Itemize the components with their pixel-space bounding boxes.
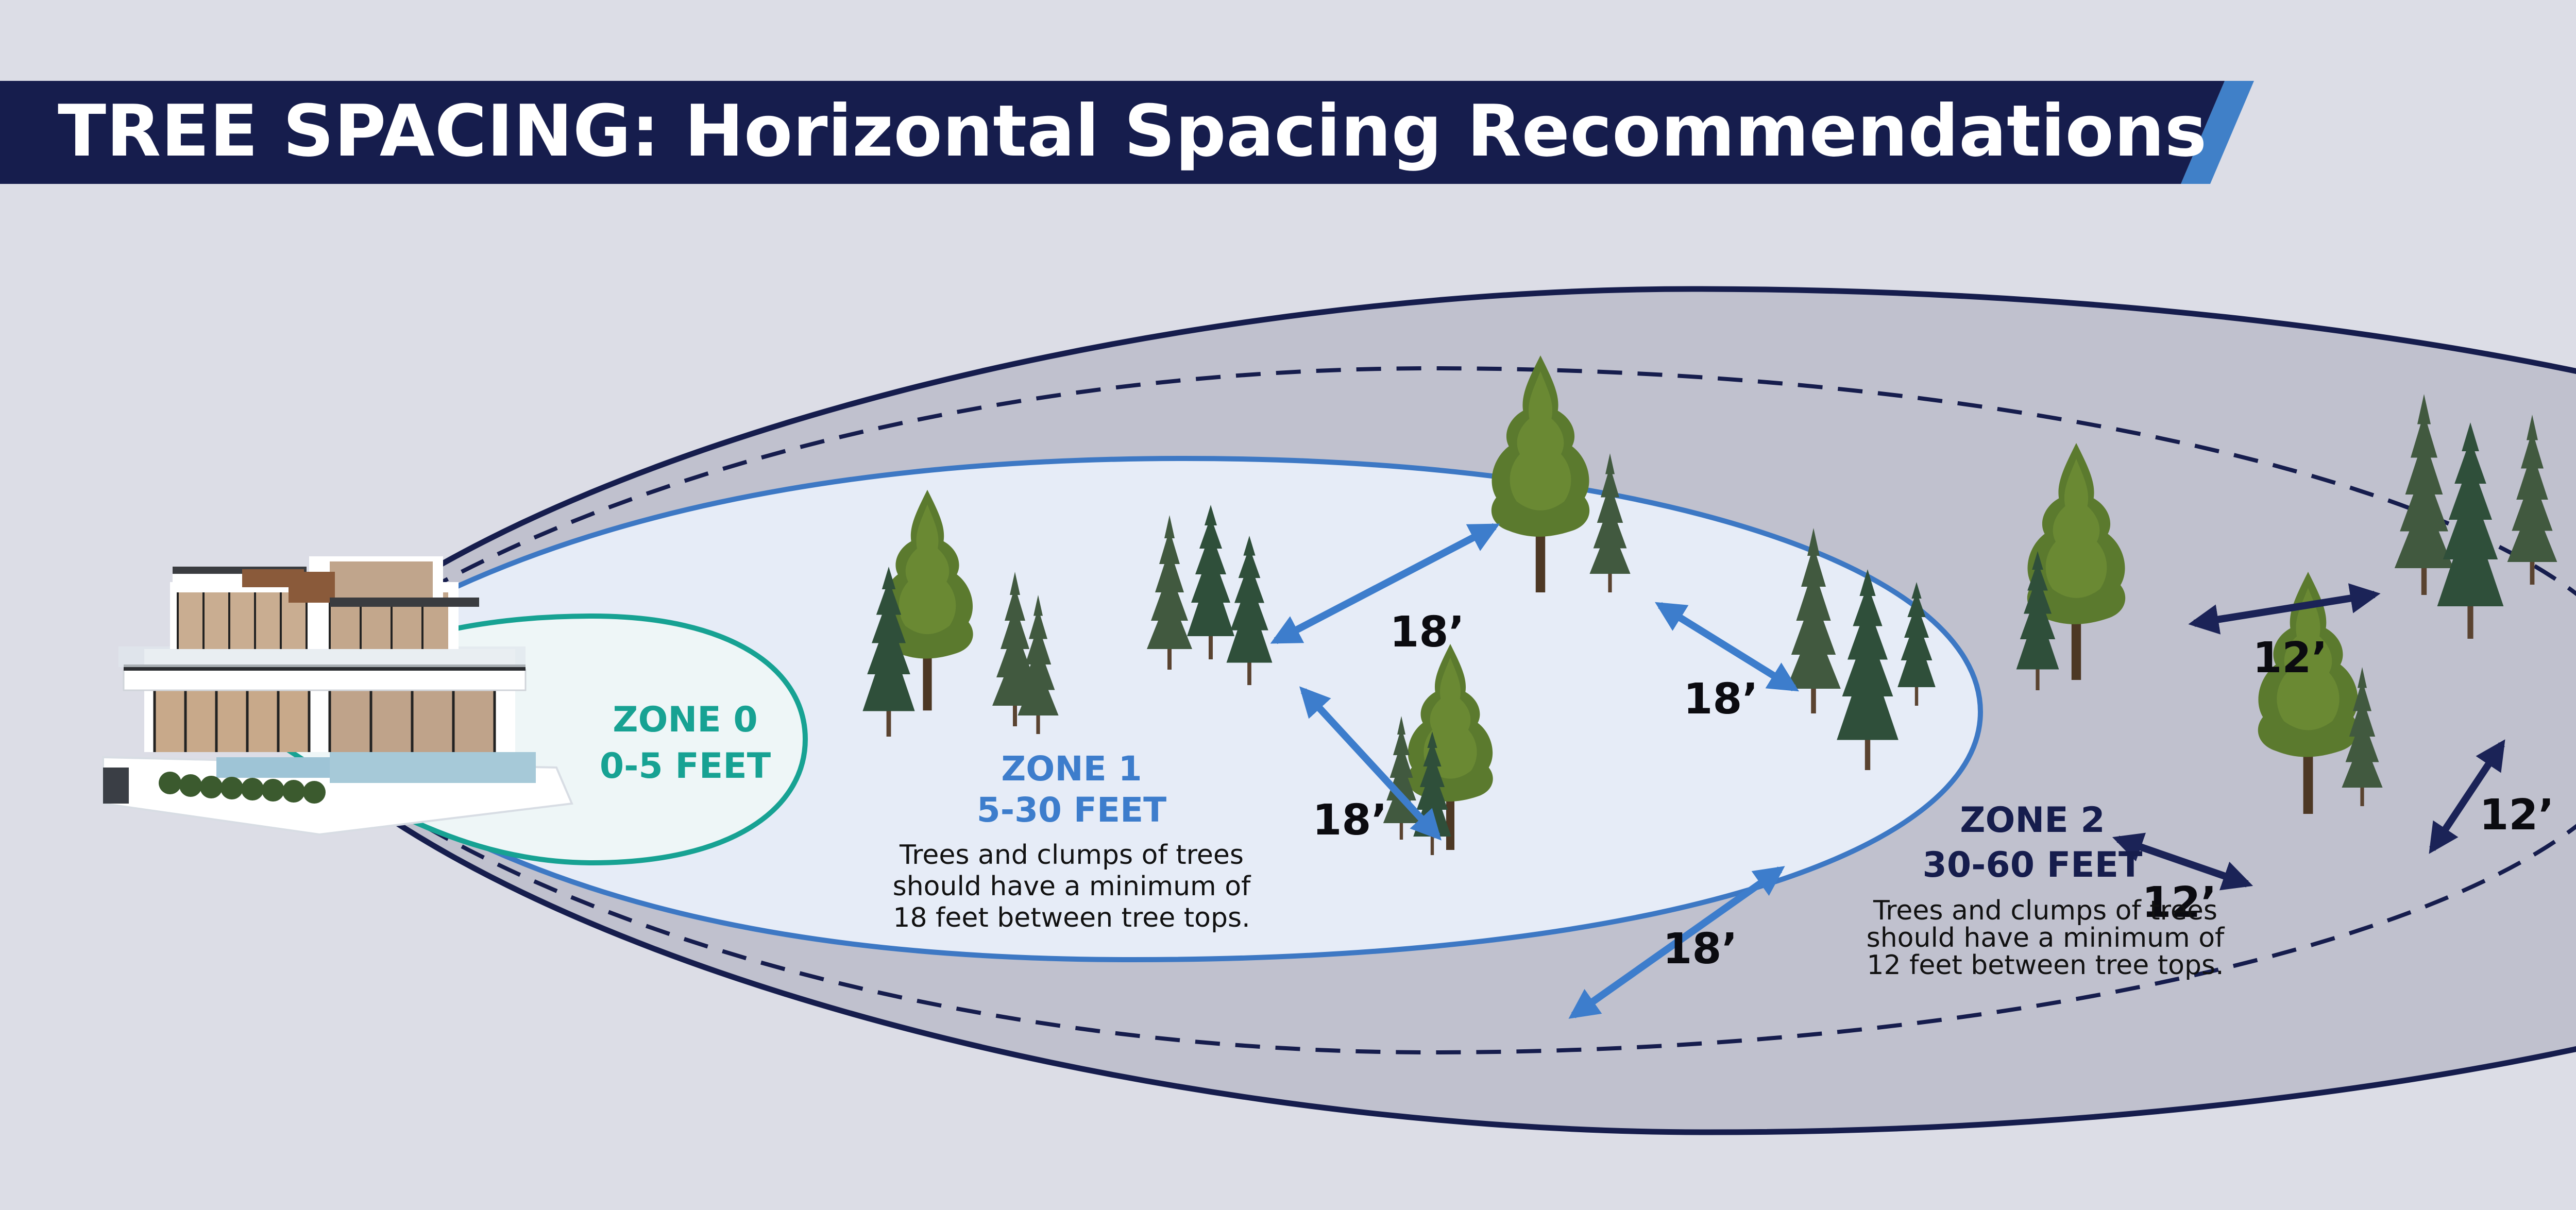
page-title: TREE SPACING: Horizontal Spacing Recomme… [58,90,2207,173]
double-headed-arrow-icon [1568,866,1785,1019]
zone1-range: 5-30 FEET [977,790,1166,830]
zone0-range: 0-5 FEET [600,746,771,787]
double-headed-arrow-icon [2188,583,2381,635]
distance-label: 18’ [1312,796,1387,845]
title-banner: TREE SPACING: Horizontal Spacing Recomme… [0,81,2254,184]
distance-label: 12’ [2479,791,2554,840]
double-headed-arrow-icon [1655,602,1799,692]
zone1-desc-line2: should have a minimum of [893,871,1251,902]
double-headed-arrow-icon [1299,686,1442,841]
zone1-label: ZONE 1 5-30 FEET Trees and clumps of tre… [893,749,1251,933]
zone2a-spacing-arrows [2112,583,2505,891]
zone2a-desc-line1: Trees and clumps of trees [1873,895,2217,926]
banner-background [0,81,2225,184]
distance-label: 18’ [1663,925,1737,974]
distance-label: 18’ [1389,608,1464,657]
double-headed-arrow-icon [2112,832,2253,891]
zone1-title: ZONE 1 [1001,749,1142,789]
zone2a-desc-line2: should have a minimum of [1867,923,2225,953]
distance-label: 12’ [2142,878,2216,927]
zone1-desc-line3: 18 feet between tree tops. [893,902,1250,933]
house-illustration [102,556,573,836]
double-headed-arrow-icon [2429,739,2505,854]
zone0-title: ZONE 0 [613,700,757,740]
distance-label: 12’ [2252,634,2327,683]
zone1-distance-labels: 18’ 18’ 18’ 18’ [1312,608,1758,974]
zone0-label: ZONE 0 0-5 FEET [600,700,771,787]
zone2a-title: ZONE 2 [1960,800,2105,841]
zone2a-distance-labels: 12’ 12’ 12’ [2142,634,2554,927]
double-headed-arrow-icon [1270,523,1500,644]
zone2a-label: ZONE 2 30-60 FEET Trees and clumps of tr… [1867,800,2225,981]
zone2a-range: 30-60 FEET [1923,845,2143,885]
banner-accent-stripe [2181,81,2254,184]
zone1-spacing-arrows [1270,523,1799,1019]
zone1-desc-line1: Trees and clumps of trees [899,840,1244,871]
zone2a-desc-line3: 12 feet between tree tops. [1867,950,2224,981]
distance-label: 18’ [1683,675,1758,724]
